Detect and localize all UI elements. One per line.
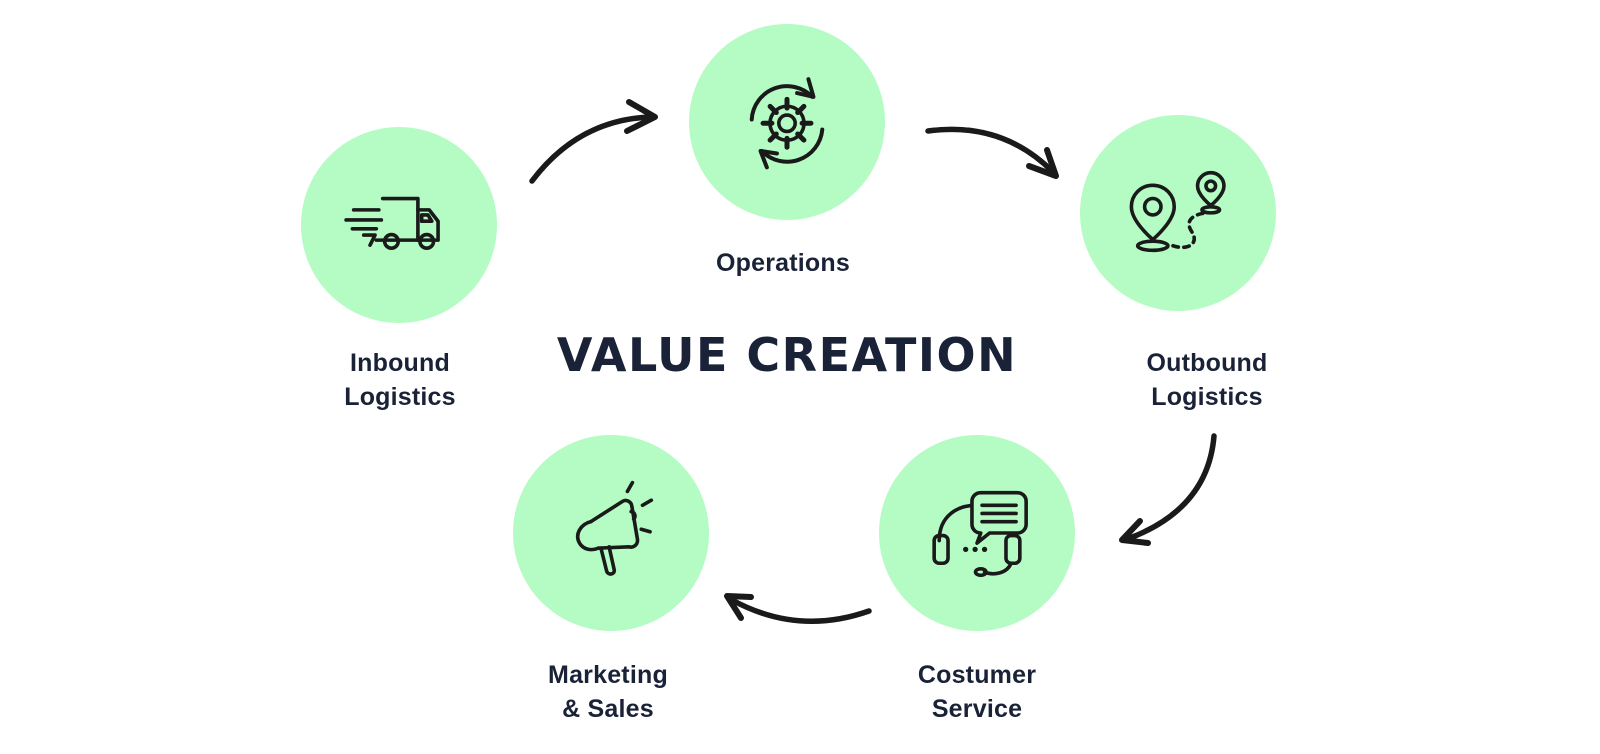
megaphone-icon [548,470,674,596]
label-line: Service [931,695,1023,723]
label-line: Outbound [1146,349,1268,377]
headset-support-chat-icon [914,470,1040,596]
page-title: VALUE CREATION [556,328,1018,382]
label-line: & Sales [562,695,654,723]
node-operations [689,24,885,220]
node-marketing-sales [513,435,709,631]
label-marketing-sales: Marketing & Sales [448,658,768,726]
label-costumer-service: Costumer Service [817,658,1137,726]
arrow-outbound-to-costumer [1119,433,1217,546]
arrow-operations-to-outbound [925,126,1059,179]
label-line: Costumer [917,661,1037,689]
node-costumer-service [879,435,1075,631]
process-cycle-gear-icon [724,59,850,185]
label-inbound-logistics: Inbound Logistics [240,346,560,414]
arrow-costumer-to-marketing [724,593,872,624]
node-outbound-logistics [1080,115,1276,311]
label-line: Inbound [350,349,450,377]
arrow-inbound-to-operations [529,99,658,184]
label-line: Logistics [344,383,456,411]
label-line: Logistics [1151,383,1263,411]
label-outbound-logistics: Outbound Logistics [1047,346,1367,414]
label-line: Marketing [548,661,668,689]
route-location-pins-icon [1115,150,1241,276]
delivery-truck-icon [336,162,462,288]
node-inbound-logistics [301,127,497,323]
label-line: Operations [716,249,850,277]
label-operations: Operations [623,246,943,280]
